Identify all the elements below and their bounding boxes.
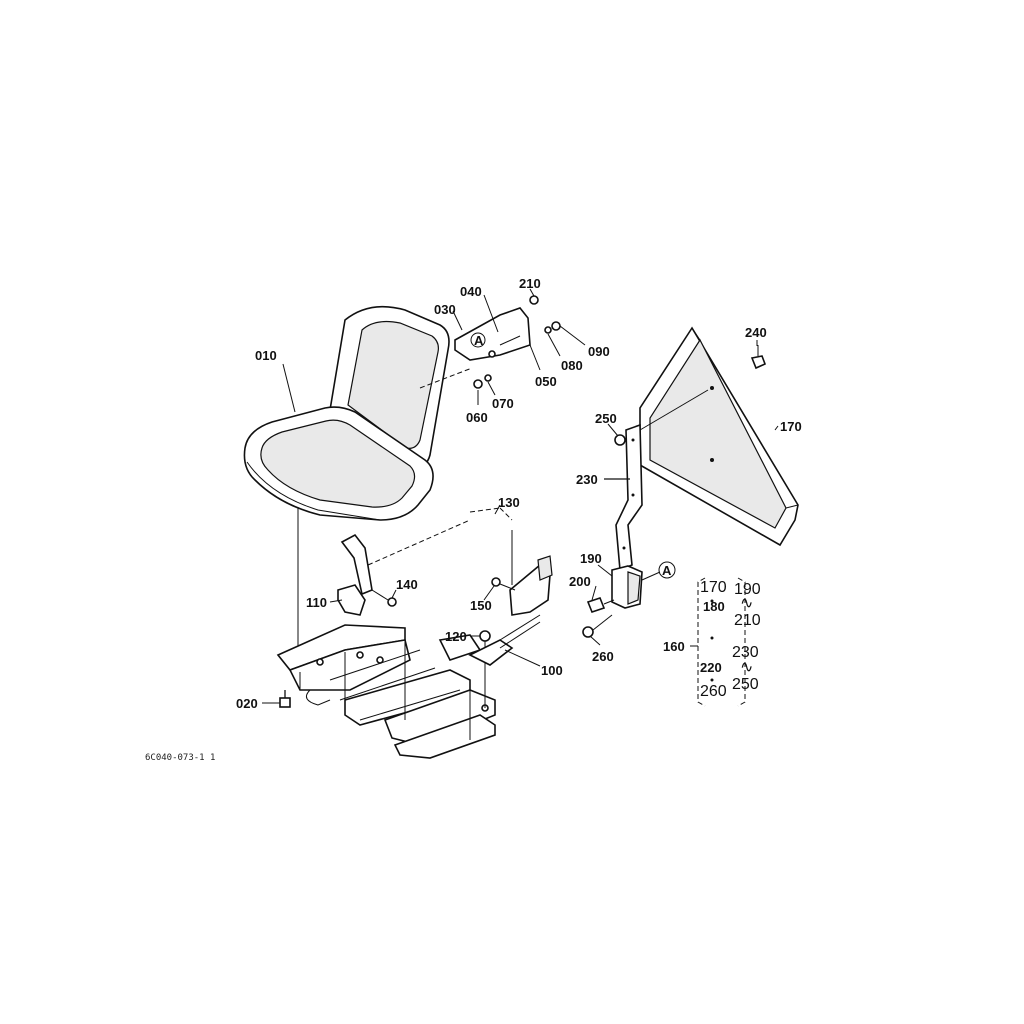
label-260: 260 (592, 649, 614, 664)
label-110: 110 (306, 595, 327, 610)
kit-left-item-1: 180 (703, 599, 725, 614)
kit-right-item-3: 250 (732, 676, 759, 693)
label-200: 200 (569, 574, 591, 589)
nut-250 (614, 434, 626, 446)
label-210: 210 (519, 276, 541, 291)
label-150: 150 (470, 598, 492, 613)
mount-bracket-230 (615, 423, 643, 572)
seat (243, 305, 450, 650)
kit-left-item-3: 260 (700, 683, 727, 700)
label-100: 100 (541, 663, 563, 678)
kit-160-brace (697, 577, 746, 707)
kit-right-item-0: 190 (734, 581, 761, 598)
kit-left-item-2: 220 (700, 660, 722, 675)
smv-sign (639, 326, 799, 547)
label-070: 070 (492, 396, 514, 411)
label-080: 080 (561, 358, 583, 373)
label-190: 190 (580, 551, 602, 566)
bracket-130 (469, 507, 553, 641)
slide-lever (337, 519, 471, 616)
label-030: 030 (434, 302, 456, 317)
kit-range-mark-2: ∿ (740, 659, 753, 676)
label-090: 090 (588, 344, 610, 359)
holder-190: A (611, 561, 676, 609)
kit-right-item-2: 230 (732, 644, 759, 661)
label-020: 020 (236, 696, 258, 711)
kit-right-item-1: 210 (734, 612, 761, 629)
label-140: 140 (396, 577, 418, 592)
bolt-020 (279, 690, 291, 708)
label-010: 010 (255, 348, 277, 363)
bolt-120 (479, 630, 491, 642)
label-130: 130 (498, 495, 520, 510)
label-120: 120 (445, 629, 467, 644)
seat-rails (276, 621, 541, 759)
label-050: 050 (535, 374, 557, 389)
drawing-code: 6C040-073-1 1 (145, 753, 215, 763)
kit-160-list: 170 180 220 260 190 ∿ 210 230 ∿ 250 (700, 579, 761, 700)
ref-mark-a: A (474, 333, 484, 348)
label-230: 230 (576, 472, 598, 487)
label-240: 240 (745, 325, 767, 340)
bolt-240 (750, 345, 767, 370)
label-060: 060 (466, 410, 488, 425)
label-040: 040 (460, 284, 482, 299)
leader-lines (262, 288, 779, 704)
bolt-200 (586, 597, 615, 613)
label-160: 160 (663, 639, 685, 654)
ref-mark-a-2: A (662, 563, 672, 578)
label-170: 170 (780, 419, 802, 434)
nut-260 (582, 614, 613, 638)
kit-range-mark-1: ∿ (740, 595, 753, 612)
label-250: 250 (595, 411, 617, 426)
kit-left-item-0: 170 (700, 579, 727, 596)
